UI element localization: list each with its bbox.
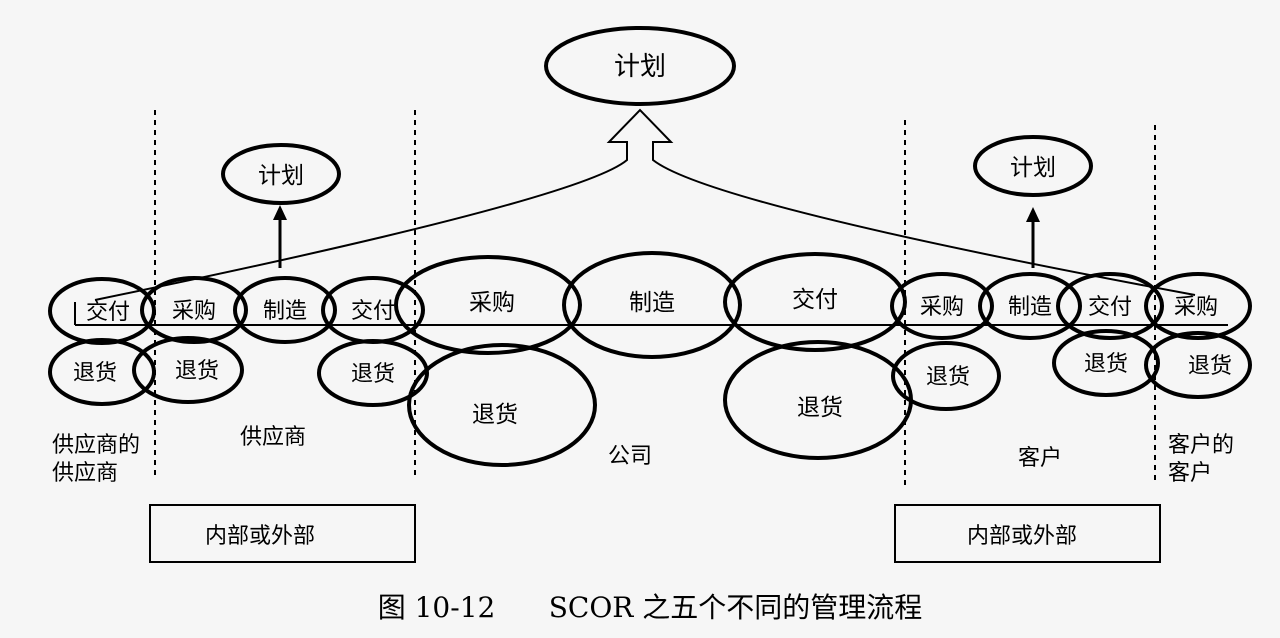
coc-return-label: 退货 <box>1188 354 1232 379</box>
supplier-plan-label: 计划 <box>258 163 304 189</box>
supplier-arrow-head <box>273 205 287 220</box>
customer-make-label: 制造 <box>1008 295 1052 320</box>
customer-deliver-oval <box>1056 272 1164 340</box>
hollow-arrow-outline <box>94 108 1196 301</box>
supplier-return-source-oval <box>132 336 244 404</box>
figure-caption: 图 10-12 SCOR 之五个不同的管理流程 <box>378 591 923 624</box>
coc-source-label: 采购 <box>1174 295 1218 320</box>
top-plan-arrow <box>94 108 1196 301</box>
supplier-return-deliver-oval <box>317 339 429 407</box>
top-plan-label: 计划 <box>614 52 666 82</box>
company-deliver-oval <box>723 252 907 352</box>
sos-return-oval <box>48 338 156 406</box>
supplier-label: 供应商 <box>240 425 306 450</box>
customer-plan-label: 计划 <box>1010 155 1056 181</box>
supplier-make-oval <box>233 276 337 344</box>
supplier-return-deliver-label: 退货 <box>351 362 395 387</box>
company-return-deliver-label: 退货 <box>797 395 843 421</box>
sos-deliver-label: 交付 <box>86 300 130 325</box>
customer-deliver-label: 交付 <box>1088 295 1132 320</box>
company-label: 公司 <box>608 444 652 469</box>
coc-return-oval <box>1144 331 1252 399</box>
supplier-source-label: 采购 <box>172 299 216 324</box>
sos-return-label: 退货 <box>73 361 117 386</box>
customer-source-label: 采购 <box>920 295 964 320</box>
coc-source-oval <box>1144 272 1252 340</box>
customer-plan-oval <box>973 135 1093 197</box>
left-scope-box <box>149 504 416 563</box>
company-source-oval <box>394 255 582 355</box>
right-scope-box <box>894 504 1161 563</box>
supplier-plan-oval <box>221 143 341 205</box>
left-scope-label: 内部或外部 <box>205 524 315 549</box>
customer-return-source-label: 退货 <box>926 365 970 390</box>
customer-arrow-head <box>1026 207 1040 222</box>
top-plan-oval <box>544 26 736 106</box>
supplier-deliver-label: 交付 <box>351 299 395 324</box>
company-return-source-oval <box>407 343 597 467</box>
sos-label-line2: 供应商 <box>52 461 118 486</box>
company-deliver-label: 交付 <box>792 287 838 313</box>
company-return-source-label: 退货 <box>472 402 518 428</box>
coc-label-line2: 客户 <box>1168 461 1212 486</box>
supplier-source-oval <box>140 276 248 344</box>
right-scope-label: 内部或外部 <box>967 524 1077 549</box>
customer-return-deliver-label: 退货 <box>1084 352 1128 377</box>
company-make-label: 制造 <box>629 290 675 316</box>
sos-deliver-oval <box>48 277 156 345</box>
customer-make-oval <box>978 272 1082 340</box>
customer-plan-arrow <box>1026 207 1040 268</box>
supplier-return-source-label: 退货 <box>175 359 219 384</box>
customer-label: 客户 <box>1018 446 1062 471</box>
supplier-plan-arrow <box>273 205 287 268</box>
customer-return-deliver-oval <box>1052 329 1160 397</box>
supplier-make-label: 制造 <box>263 299 307 324</box>
customer-return-source-oval <box>891 341 1001 411</box>
company-make-oval <box>562 251 742 359</box>
coc-label-line1: 客户的 <box>1168 433 1234 458</box>
customer-source-oval <box>890 272 994 340</box>
sos-label-line1: 供应商的 <box>52 433 140 458</box>
company-source-label: 采购 <box>469 290 515 316</box>
